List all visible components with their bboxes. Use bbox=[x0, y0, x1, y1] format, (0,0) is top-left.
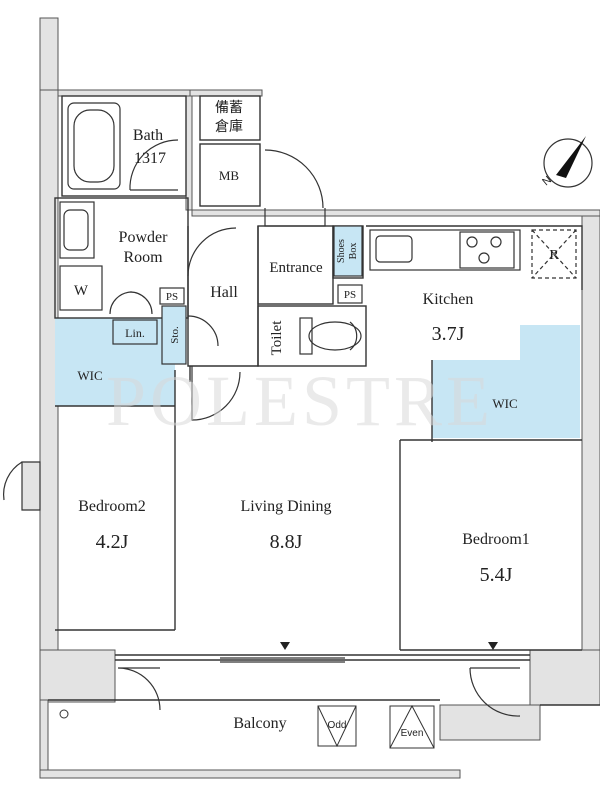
interior-walls bbox=[48, 95, 600, 706]
bedroom1-size-label: 5.4J bbox=[480, 564, 513, 586]
watermark: POLESTRE bbox=[106, 361, 494, 441]
mb-label: MB bbox=[219, 168, 240, 183]
living-dining-label: Living Dining bbox=[240, 498, 331, 515]
ps-hall-box bbox=[159, 287, 185, 305]
toilet-label: Toilet bbox=[269, 320, 285, 356]
kitchen-counter bbox=[369, 229, 521, 271]
refrigerator-box bbox=[531, 229, 577, 279]
bathtub bbox=[67, 102, 121, 190]
toilet-bowl bbox=[308, 321, 362, 351]
wic-left-area bbox=[55, 318, 175, 406]
bedroom2-label: Bedroom2 bbox=[78, 498, 146, 515]
powder-room-label-1: Powder bbox=[119, 229, 169, 246]
ps-hall-label: PS bbox=[166, 291, 178, 303]
compass-label: N bbox=[540, 174, 554, 188]
storage-box bbox=[161, 305, 187, 365]
washer-box bbox=[59, 265, 103, 311]
wic-right-label: WIC bbox=[492, 396, 517, 411]
storage-label: Sto. bbox=[169, 326, 181, 344]
ps-entrance-label: PS bbox=[344, 289, 356, 301]
vanity bbox=[59, 201, 95, 259]
kitchen-label: Kitchen bbox=[423, 291, 474, 308]
wic-right-area bbox=[432, 325, 580, 438]
washer-label: W bbox=[74, 283, 89, 299]
fixtures bbox=[3, 102, 577, 717]
room-labels: Bath 1317 備蓄 倉庫 MB Powder Room W Lin. PS… bbox=[74, 99, 559, 739]
bath-label: Bath bbox=[133, 127, 163, 144]
shoes-box-label-2: Box bbox=[348, 243, 359, 260]
compass-circle-icon bbox=[543, 138, 593, 188]
bedroom1-label: Bedroom1 bbox=[462, 531, 530, 548]
storage-jp-label-2: 倉庫 bbox=[215, 118, 243, 134]
powder-room-label-2: Room bbox=[123, 249, 163, 266]
compass: N bbox=[540, 136, 593, 188]
entrance-label: Entrance bbox=[269, 260, 323, 276]
living-dining-size-label: 8.8J bbox=[270, 531, 303, 553]
window-arrow-bedroom1 bbox=[488, 642, 498, 650]
ps-entrance-box bbox=[337, 284, 363, 304]
shoes-box-cabinet bbox=[333, 225, 363, 277]
linen-cabinet bbox=[112, 319, 158, 345]
bedroom2-size-label: 4.2J bbox=[96, 531, 129, 553]
hall-label: Hall bbox=[210, 284, 238, 301]
linen-label: Lin. bbox=[125, 326, 145, 340]
balcony-label: Balcony bbox=[233, 715, 286, 732]
window-arrow-living bbox=[280, 642, 290, 650]
drain-circle bbox=[59, 709, 69, 719]
storage-jp-label-1: 備蓄 bbox=[215, 99, 243, 115]
compass-arrow-icon bbox=[556, 136, 586, 178]
even-label: Even bbox=[401, 728, 424, 739]
odd-label: Odd bbox=[328, 720, 347, 731]
ac-unit-even bbox=[389, 705, 435, 749]
wic-left-label: WIC bbox=[77, 368, 102, 383]
kitchen-size-label: 3.7J bbox=[432, 323, 465, 345]
bath-size-label: 1317 bbox=[134, 150, 166, 167]
shoes-box-label-1: Shoes bbox=[336, 239, 347, 263]
refrigerator-label: R bbox=[549, 248, 559, 263]
